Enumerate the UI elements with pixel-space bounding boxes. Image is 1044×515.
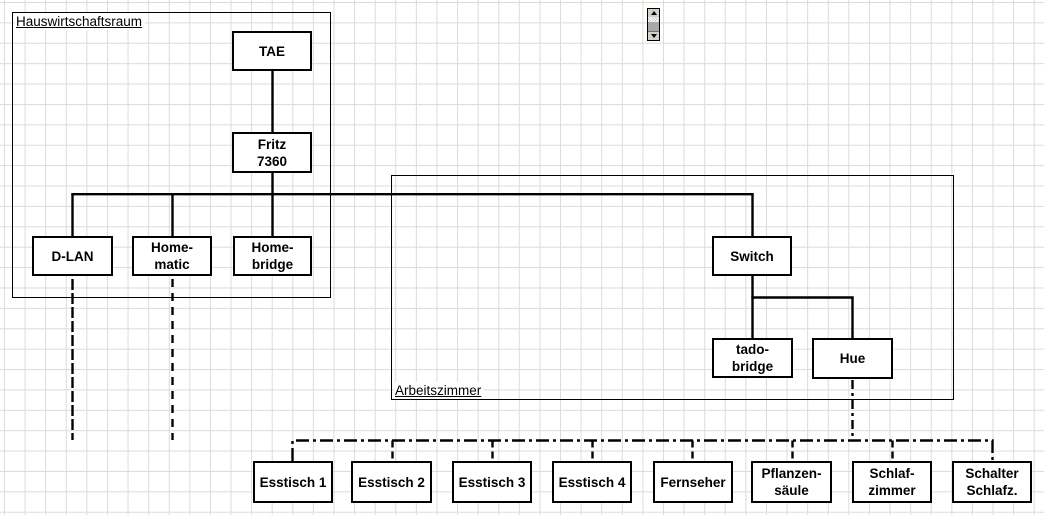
node-label-esstisch-2: Esstisch 2 <box>358 474 425 490</box>
group-arbeitszimmer[interactable]: Arbeitszimmer <box>391 175 954 400</box>
node-homematic[interactable]: Home- matic <box>132 236 212 276</box>
node-switch[interactable]: Switch <box>712 236 792 276</box>
down-arrow-icon <box>650 34 657 38</box>
node-fernseher[interactable]: Fernseher <box>653 461 733 503</box>
node-label-switch: Switch <box>730 248 774 264</box>
node-label-homebridge: Home- bridge <box>251 240 294 272</box>
node-schlafzimmer[interactable]: Schlaf- zimmer <box>852 461 932 503</box>
dashdot-device-bus[interactable] <box>291 439 994 462</box>
node-label-fritz-7360: Fritz 7360 <box>256 136 288 169</box>
node-dlan[interactable]: D-LAN <box>32 236 113 276</box>
node-label-hue: Hue <box>839 351 866 366</box>
node-tadobridge[interactable]: tado- bridge <box>712 338 793 378</box>
node-label-tadobridge: tado- bridge <box>731 342 774 374</box>
node-label-dlan: D-LAN <box>51 248 94 264</box>
node-pflanzensaeule[interactable]: Pflanzen- säule <box>751 461 832 503</box>
node-esstisch-3[interactable]: Esstisch 3 <box>452 461 532 503</box>
node-hue[interactable]: Hue <box>812 338 893 379</box>
node-label-pflanzensaeule: Pflanzen- säule <box>761 466 822 498</box>
node-homebridge[interactable]: Home- bridge <box>233 236 312 276</box>
node-esstisch-1[interactable]: Esstisch 1 <box>253 461 333 503</box>
node-tae[interactable]: TAE <box>232 31 312 71</box>
embedded-scrollbar[interactable] <box>647 8 660 41</box>
node-fritz-7360[interactable]: Fritz 7360 <box>232 132 312 173</box>
up-arrow-icon <box>650 11 657 15</box>
node-label-schalter-schlafz: Schalter Schlafz. <box>965 466 1019 498</box>
node-schalter-schlafz[interactable]: Schalter Schlafz. <box>952 461 1032 503</box>
node-esstisch-4[interactable]: Esstisch 4 <box>552 461 632 503</box>
scrollbar-up-button[interactable] <box>648 9 659 17</box>
node-label-tae: TAE <box>259 43 285 59</box>
node-esstisch-2[interactable]: Esstisch 2 <box>351 461 432 503</box>
node-label-homematic: Home- matic <box>150 240 193 272</box>
node-label-esstisch-4: Esstisch 4 <box>558 474 626 490</box>
group-label-arbeitszimmer: Arbeitszimmer <box>394 382 485 399</box>
node-label-esstisch-1: Esstisch 1 <box>259 474 327 490</box>
group-label-hauswirtschaftsraum: Hauswirtschaftsraum <box>15 13 146 30</box>
node-label-esstisch-3: Esstisch 3 <box>458 474 526 490</box>
node-label-schlafzimmer: Schlaf- zimmer <box>868 466 916 498</box>
scrollbar-track[interactable] <box>648 17 659 32</box>
scrollbar-thumb[interactable] <box>648 21 659 32</box>
scrollbar-down-button[interactable] <box>648 32 659 40</box>
node-label-fernseher: Fernseher <box>660 474 726 490</box>
